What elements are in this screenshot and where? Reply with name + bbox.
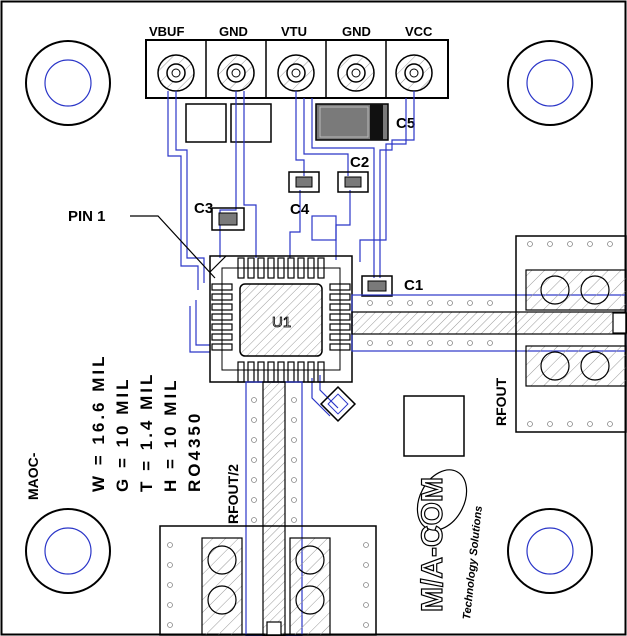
connector-pin-2 bbox=[217, 54, 255, 92]
label-u1: U1 bbox=[272, 314, 291, 331]
ground-pad bbox=[403, 395, 465, 457]
mounting-hole-bottom-right bbox=[507, 508, 593, 594]
mounting-hole-top-right bbox=[507, 40, 593, 126]
mounting-hole-bottom-left bbox=[25, 508, 111, 594]
capacitor-c3 bbox=[211, 207, 245, 231]
logo-brand: M/A-COM bbox=[416, 477, 449, 612]
label-rfout2: RFOUT/2 bbox=[225, 464, 241, 524]
rf-connector-right bbox=[515, 235, 627, 433]
spec-height: H = 10 MIL bbox=[161, 377, 180, 492]
spec-thickness: T = 1.4 MIL bbox=[137, 372, 156, 492]
pin-label-gnd-1: GND bbox=[219, 24, 248, 39]
signal-traces bbox=[167, 91, 415, 417]
pad-gnd bbox=[230, 103, 272, 143]
connector-pin-5 bbox=[395, 54, 433, 92]
capacitor-c1 bbox=[361, 275, 393, 297]
capacitor-c2b bbox=[337, 171, 369, 193]
label-pin-1: PIN 1 bbox=[68, 208, 106, 225]
capacitor-c5 bbox=[315, 103, 389, 141]
label-c4: C4 bbox=[290, 201, 310, 218]
connector-pin-3 bbox=[277, 54, 315, 92]
pin-label-vbuf: VBUF bbox=[149, 24, 184, 39]
rf-connector-bottom bbox=[159, 525, 377, 636]
label-rfout: RFOUT bbox=[493, 377, 509, 426]
label-c3: C3 bbox=[194, 200, 213, 217]
spec-material: RO4350 bbox=[185, 411, 204, 492]
mounting-hole-top-left bbox=[25, 40, 111, 126]
spec-width: W = 16.6 MIL bbox=[89, 354, 108, 493]
via-row-right bbox=[367, 241, 613, 427]
test-pad bbox=[319, 385, 357, 423]
pin-label-gnd-2: GND bbox=[342, 24, 371, 39]
rfout2-line-bottom bbox=[245, 381, 303, 636]
spec-gap: G = 10 MIL bbox=[113, 377, 132, 493]
label-maoc: MAOC- bbox=[25, 452, 41, 500]
stackup-specs: W = 16.6 MIL G = 10 MIL T = 1.4 MIL H = … bbox=[89, 354, 204, 493]
via-row-bottom bbox=[167, 397, 369, 628]
capacitor-c2 bbox=[288, 171, 320, 193]
pin-label-vcc: VCC bbox=[405, 24, 433, 39]
pin-label-vtu: VTU bbox=[281, 24, 307, 39]
label-c2: C2 bbox=[350, 154, 369, 171]
pad-vbuf bbox=[185, 103, 227, 143]
connector-pin-1 bbox=[157, 54, 195, 92]
pin-1-leader bbox=[130, 215, 216, 279]
label-c1: C1 bbox=[404, 277, 423, 294]
connector-pin-4 bbox=[337, 54, 375, 92]
ic-u1 bbox=[209, 255, 353, 383]
